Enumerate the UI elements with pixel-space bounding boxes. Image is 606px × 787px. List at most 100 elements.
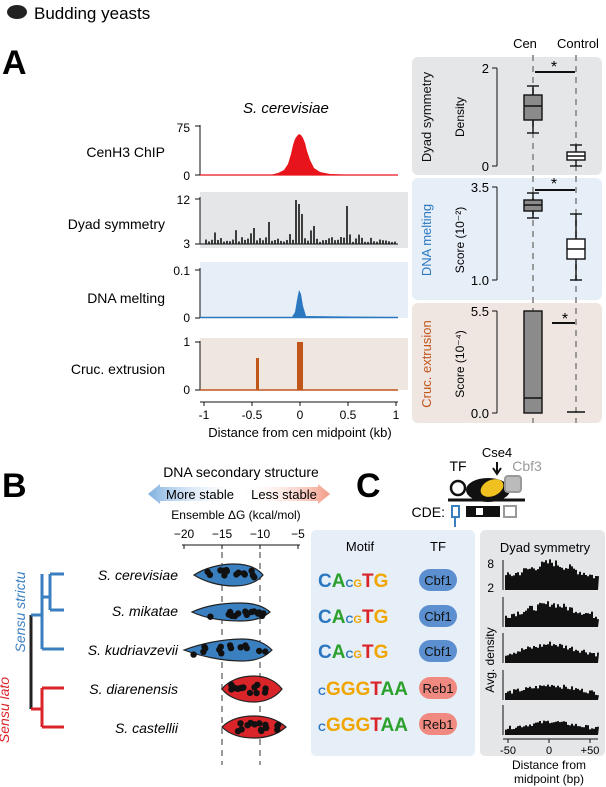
arrow-less-stable	[240, 484, 330, 504]
box-title-dyad: Dyad symmetry	[419, 71, 434, 162]
box-ybottom-dna: 1.0	[471, 273, 489, 288]
box-panel-dna-bg	[412, 178, 602, 300]
track-ymax-cruc: 1	[183, 335, 190, 349]
species-label-1: S. cerevisiae	[98, 567, 178, 583]
track-band-dyad	[200, 192, 408, 248]
box-ybottom-dyad: 0	[482, 159, 489, 174]
violin-dot	[223, 568, 230, 575]
violin-dot	[235, 610, 242, 617]
tf-badge-label: Cbf1	[424, 573, 451, 588]
motif-letter: C	[318, 722, 326, 734]
motif-letter: C	[318, 642, 332, 663]
motif-letter: G	[374, 642, 389, 663]
violin-dot	[275, 721, 282, 728]
motif-letter: A	[381, 679, 395, 700]
box-header-cen: Cen	[513, 36, 537, 51]
violin-dot	[260, 610, 267, 617]
mini-dyad-histogram	[505, 720, 599, 735]
tf-badge-label: Reb1	[422, 717, 453, 732]
tf-badge-label: Cbf1	[424, 609, 451, 624]
violin-dot	[233, 571, 240, 578]
species-label-3: S. kudriavzevii	[88, 642, 179, 658]
box-ytop-dyad: 2	[482, 61, 489, 76]
b-tick-1: −20	[174, 527, 195, 541]
violin-dot	[253, 689, 260, 697]
motif-letter: G	[353, 614, 362, 626]
dyad-mini-ybottom: 2	[487, 581, 494, 595]
dyad-mini-xtick-2: 0	[546, 745, 552, 757]
violin-dot	[262, 648, 269, 655]
boxplot-dyad-control	[566, 144, 586, 167]
violin-dot	[226, 642, 234, 649]
violin-dot	[256, 720, 263, 727]
mini-dyad-histogram	[505, 684, 599, 700]
mini-dyad-histogram	[505, 641, 599, 663]
violin-dot	[234, 728, 242, 735]
violin-dot	[240, 570, 248, 577]
box-panel-dyad-bg	[412, 57, 602, 175]
panel-a-species: S. cerevisiae	[243, 100, 329, 117]
motif-logo: CGGGTAA	[318, 715, 408, 736]
x-tick-2: -0.5	[242, 408, 263, 422]
x-tick-5: 1	[393, 408, 400, 422]
cde-ii-mark	[476, 508, 483, 515]
track-label-dyad: Dyad symmetry	[68, 216, 165, 232]
violin-dot	[251, 684, 258, 691]
violin-dot	[217, 643, 224, 650]
violin-dot	[262, 721, 269, 728]
motif-letter: C	[318, 686, 326, 698]
label-cse4: Cse4	[482, 445, 512, 460]
motif-letter: A	[332, 571, 346, 592]
track-axes	[195, 125, 201, 391]
x-tick-4: 0.5	[340, 408, 357, 422]
panel-a-letter: A	[2, 44, 27, 82]
tf-badge	[419, 569, 457, 591]
track-label-dna: DNA melting	[87, 290, 165, 306]
box-title-cruc: Cruc. extrusion	[419, 320, 434, 407]
boxplot-cruc-cen	[523, 310, 543, 414]
dna-melting-signal	[200, 290, 398, 317]
mini-dyad-histogram	[505, 559, 599, 590]
cde-i-box	[451, 505, 460, 518]
cde-iii-box	[503, 505, 517, 518]
motif-letter: C	[318, 607, 332, 628]
dyad-mini-x-axis	[503, 738, 598, 743]
dyad-mini-ylabel: Avg. density	[483, 627, 497, 692]
violin-dot	[261, 689, 269, 696]
motif-letter: T	[370, 679, 382, 700]
tf-header: TF	[430, 539, 446, 554]
species-label-5: S. castellii	[115, 720, 179, 736]
tf-protein-icon	[449, 479, 467, 497]
box-ylabel-cruc-word: Score	[453, 366, 467, 398]
motif-logo: CACGTG	[318, 642, 388, 663]
track-ymax-cenh3: 75	[177, 121, 191, 135]
violin-dot	[237, 644, 244, 651]
motif-letter: A	[394, 679, 408, 700]
panel-a-xlabel: Distance from cen midpoint (kb)	[208, 425, 392, 440]
violin-dot	[243, 644, 250, 652]
box-ylabel-dna: Score (10⁻²)	[453, 207, 467, 273]
violin-dot	[190, 651, 197, 658]
motif-letter: T	[362, 607, 374, 628]
b-tick-4: −5	[291, 527, 305, 541]
dyad-mini-xtick-3: +50	[581, 745, 600, 757]
violin-dot	[244, 722, 251, 729]
motif-letter: A	[381, 715, 395, 736]
cbf3-icon	[504, 475, 522, 493]
dyad-mini-xtick-1: -50	[500, 745, 516, 757]
violin-dot	[274, 726, 281, 734]
violin-dot	[202, 645, 209, 652]
violin-dot	[256, 647, 263, 655]
tf-badge-label: Cbf1	[424, 644, 451, 659]
track-ymin-dyad: 3	[183, 237, 190, 251]
species-label-4: S. diarenensis	[89, 681, 178, 697]
box-title-dna: DNA melting	[419, 204, 434, 276]
clade-sensu-lato: Sensu lato	[0, 677, 12, 743]
box-ylabel-cruc: Score (10⁻⁴)	[453, 330, 467, 398]
track-ymax-dyad: 12	[177, 193, 191, 207]
track-ymin-cruc: 0	[183, 383, 190, 397]
motif-letter: T	[362, 642, 374, 663]
motif-letter: G	[341, 679, 356, 700]
panel-c-letter: C	[356, 467, 381, 505]
